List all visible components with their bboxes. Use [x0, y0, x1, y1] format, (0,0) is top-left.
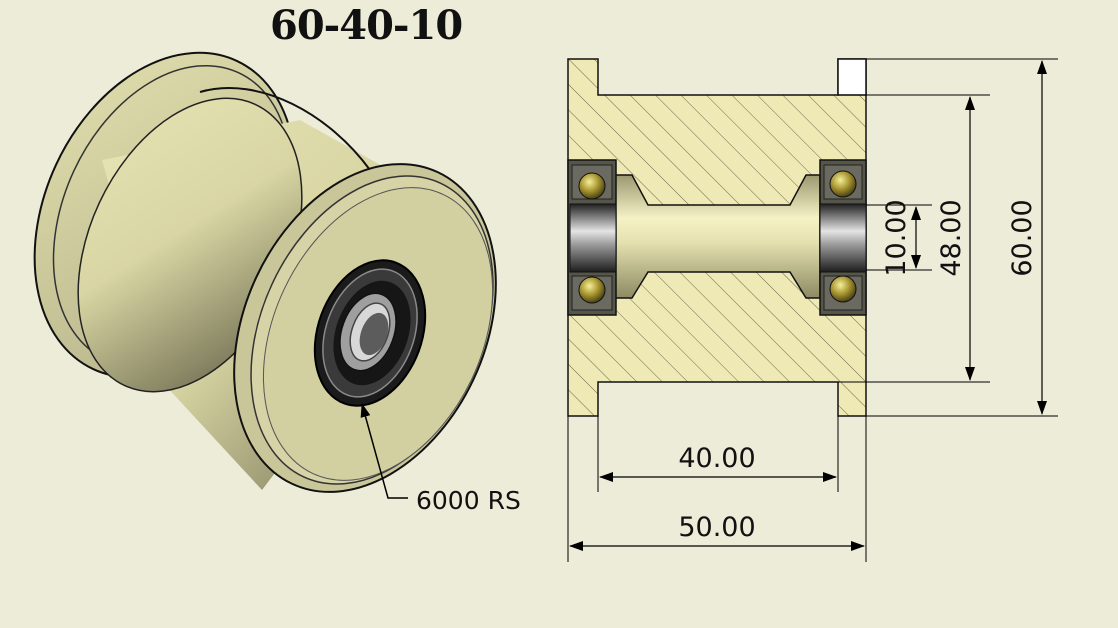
bearing-label: 6000 RS: [416, 486, 521, 515]
dim-text-50: 50.00: [678, 512, 755, 543]
right-bearing-section: [819, 159, 867, 316]
dim-text-60: 60.00: [1007, 199, 1038, 276]
pulley-isometric-view: [33, 51, 497, 499]
dim-text-48: 48.00: [936, 199, 967, 276]
bearing-6000rs: [313, 259, 427, 407]
pulley-section-view: 60.00 48.00 10.00 40.00 50.00: [567, 58, 1058, 562]
drawing-title: 60-40-10: [270, 2, 463, 49]
left-bearing-section: [567, 159, 617, 316]
dim-text-10: 10.00: [881, 199, 912, 276]
bearing-leader-line: [360, 403, 408, 499]
dim-text-40: 40.00: [678, 443, 755, 474]
extension-lines: [567, 58, 1058, 562]
